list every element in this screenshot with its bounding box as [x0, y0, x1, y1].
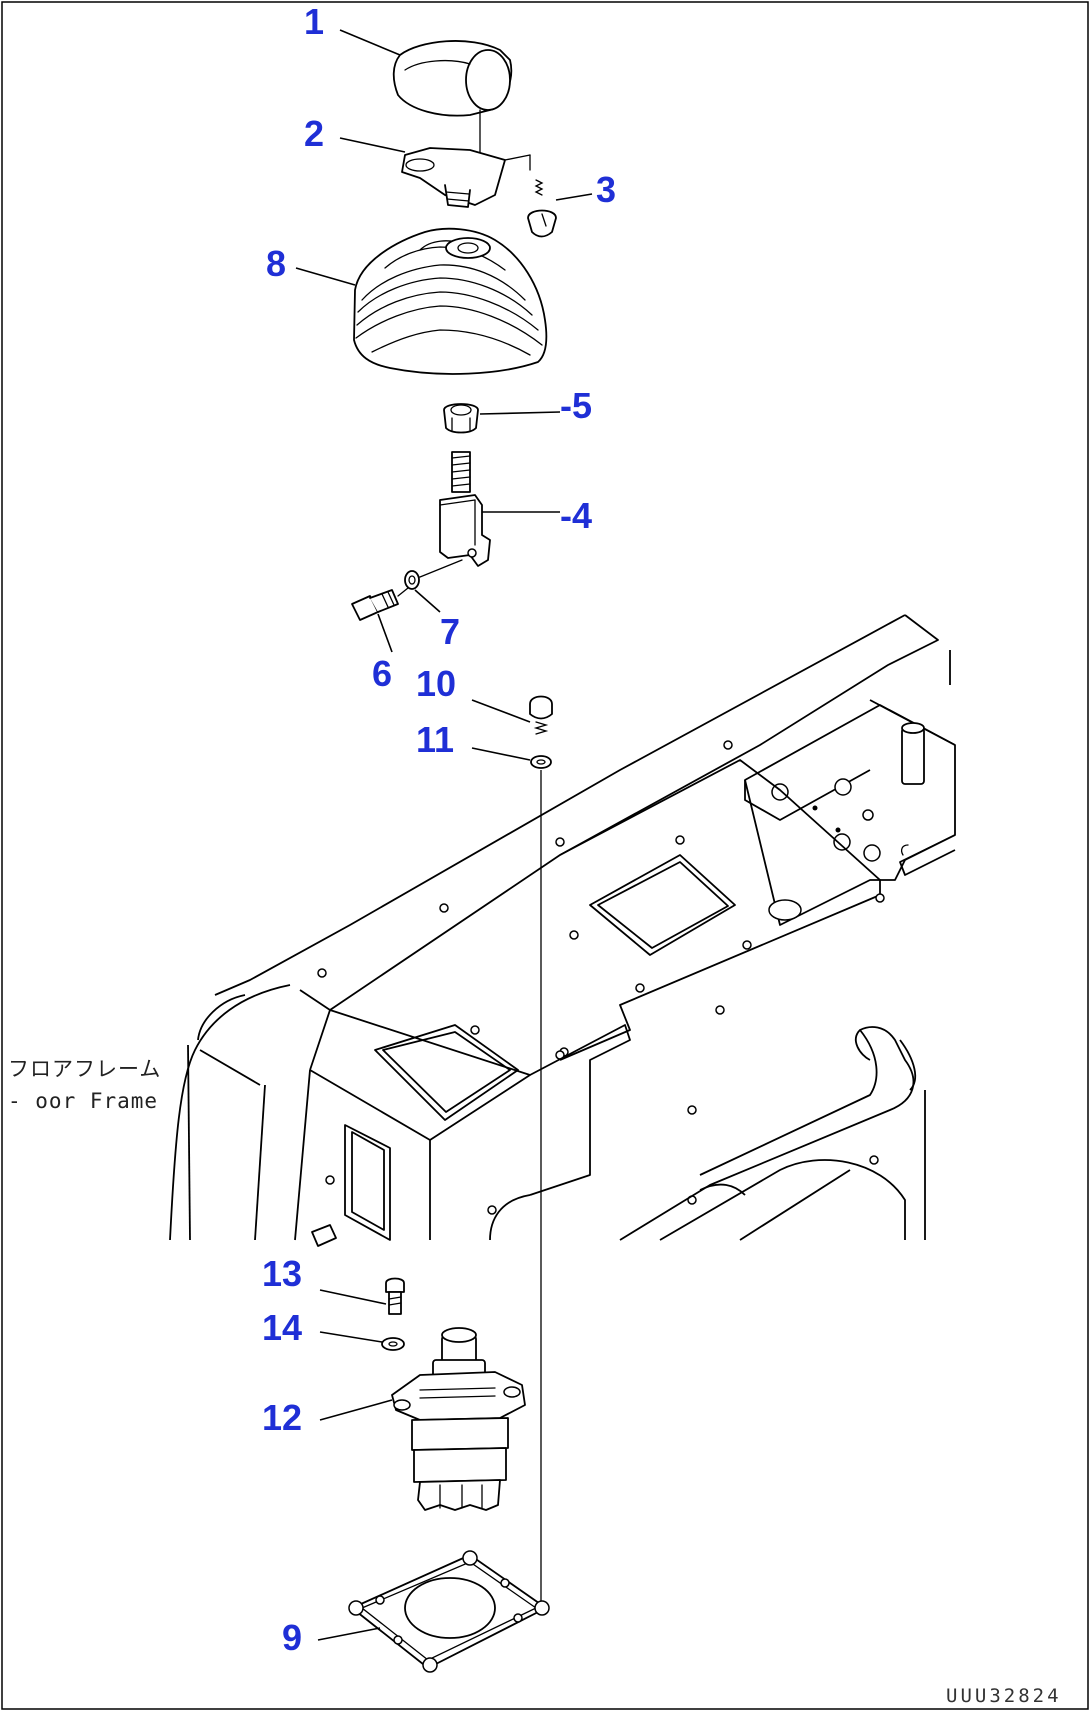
callout-11: 11 [416, 719, 454, 760]
callout-2: 2 [304, 113, 324, 154]
part-2-bracket [401, 147, 531, 208]
callout-12: 12 [262, 1397, 302, 1438]
drawing-code: UUU32824 [946, 1685, 1062, 1707]
part-14-washer [381, 1337, 405, 1351]
part-4-lever-block [439, 451, 491, 567]
callout-9: 9 [282, 1617, 302, 1658]
part-11-washer [530, 755, 552, 769]
part-8-rubber-boot [353, 227, 548, 375]
callout-13: 13 [262, 1253, 302, 1294]
part-12-pilot-valve [391, 1327, 526, 1511]
floor-frame [169, 614, 956, 1247]
callout-4: -4 [560, 495, 592, 536]
part-7-washer [404, 559, 463, 590]
floor-frame-label-jp: フロアフレーム [8, 1057, 161, 1081]
part-13-bolt [385, 1277, 405, 1315]
floor-frame-label-en: - oor Frame [8, 1089, 158, 1113]
callouts: 1 2 3 8 -5 -4 7 6 10 11 13 14 12 9 [262, 1, 616, 1658]
callout-1: 1 [304, 1, 324, 42]
leader-lines [295, 29, 593, 1641]
callout-7: 7 [440, 611, 460, 652]
callout-6: 6 [372, 653, 392, 694]
callout-8: 8 [266, 243, 286, 284]
callout-5: -5 [560, 385, 592, 426]
callout-14: 14 [262, 1307, 302, 1348]
callout-3: 3 [596, 169, 616, 210]
callout-10: 10 [416, 663, 456, 704]
part-3-bolt [527, 179, 557, 238]
part-9-plate [348, 1550, 550, 1673]
part-10-bolt [529, 695, 553, 735]
part-1-lever-knob [392, 40, 513, 161]
part-6-bolt [351, 587, 409, 621]
part-5-nut [443, 403, 479, 434]
